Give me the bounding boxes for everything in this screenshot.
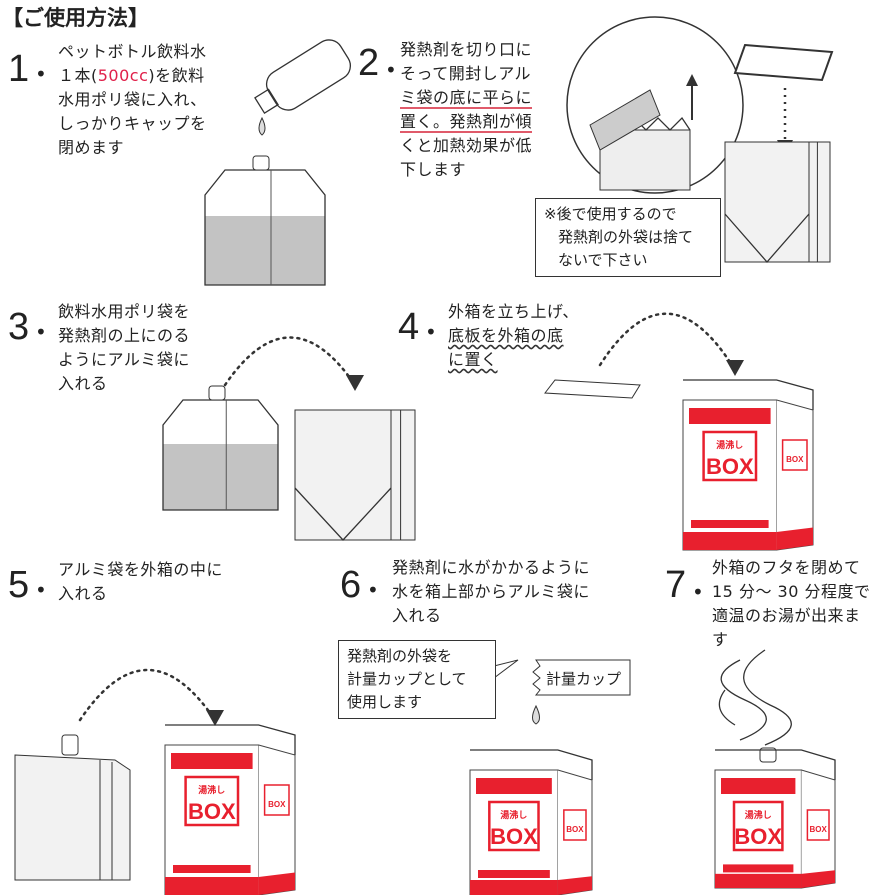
step-3-text: 飲料水用ポリ袋を発熱剤の上にのるようにアルミ袋に入れる [58,302,191,393]
bottle-cap-icon [759,747,777,763]
aluminum-bag-step2 [724,141,831,263]
aluminum-bag-step3 [294,409,416,541]
heater-opening-inset [566,16,744,194]
step-1-number: 1 [8,48,30,90]
step-5-text: アルミ袋を外箱の中に入れる [58,560,223,603]
step-dot: • [35,62,47,86]
step-3-number: 3 [8,306,30,348]
water-bag-step3 [162,385,279,511]
svg-text:BOX: BOX [810,825,828,834]
volume-highlight: 500cc [97,66,149,85]
step-dot: • [367,578,379,602]
steam-icon [718,649,792,746]
step-6-number: 6 [340,564,362,606]
step-4-number: 4 [398,306,420,348]
page-title: 【ご使用方法】 [2,6,149,30]
outer-box-step6: 湯沸し BOX BOX [469,749,593,895]
measuring-cup-label: 計量カップ [546,670,622,688]
heater-packet [733,43,834,82]
measuring-cup-icon [532,659,631,696]
water-bag-step1 [204,155,326,286]
step-4-text: 外箱を立ち上げ、 底板を外箱の底 に置く [448,302,579,369]
closed-box-step7: 湯沸し BOX BOX [714,749,836,889]
step-6-callout: 発熱剤の外袋を計量カップとして使用します [338,640,496,719]
move-arrow-step4 [598,312,744,376]
svg-text:BOX: BOX [566,825,584,834]
step-2-text: 発熱剤を切り口に そって開封しアル ミ袋の底に平らに 置く。発熱剤が傾 くと加熱… [400,40,533,179]
aluminum-bag-step5 [14,734,131,881]
step-dot: • [385,58,397,82]
step-1-text: ペットボトル飲料水 １本(500cc)を飲料 水用ポリ袋に入れ、 しっかりキャッ… [58,42,207,157]
outer-box-step4: 湯沸し BOX BOX [682,379,814,551]
move-arrow-step3 [223,336,364,391]
box-label-main: BOX [188,799,236,824]
box-label-main: BOX [490,824,538,849]
box-label-top: 湯沸し [198,784,225,795]
step-7-number: 7 [665,564,687,606]
outer-box-step5: 湯沸し BOX BOX [164,724,296,895]
step-2-number: 2 [358,42,380,84]
svg-text:BOX: BOX [268,800,286,809]
pet-bottle-icon [254,39,352,136]
step-dot: • [692,580,704,604]
step-dot: • [425,320,437,344]
move-arrow-step5 [78,668,224,726]
step-5-number: 5 [8,564,30,606]
step-2-note: ※後で使用するので 発熱剤の外袋は捨て ないで下さい [535,198,721,277]
step-dot: • [35,578,47,602]
water-drop-icon [532,704,540,725]
bottom-plate [544,379,641,399]
step-dot: • [35,320,47,344]
box-label-main: BOX [706,454,754,479]
box-label-top: 湯沸し [500,809,527,820]
box-label-top: 湯沸し [716,439,743,450]
box-label-top: 湯沸し [745,809,772,820]
step-6-text: 発熱剤に水がかかるように水を箱上部からアルミ袋に入れる [392,558,591,625]
svg-text:BOX: BOX [786,455,804,464]
box-label-main: BOX [734,824,782,849]
